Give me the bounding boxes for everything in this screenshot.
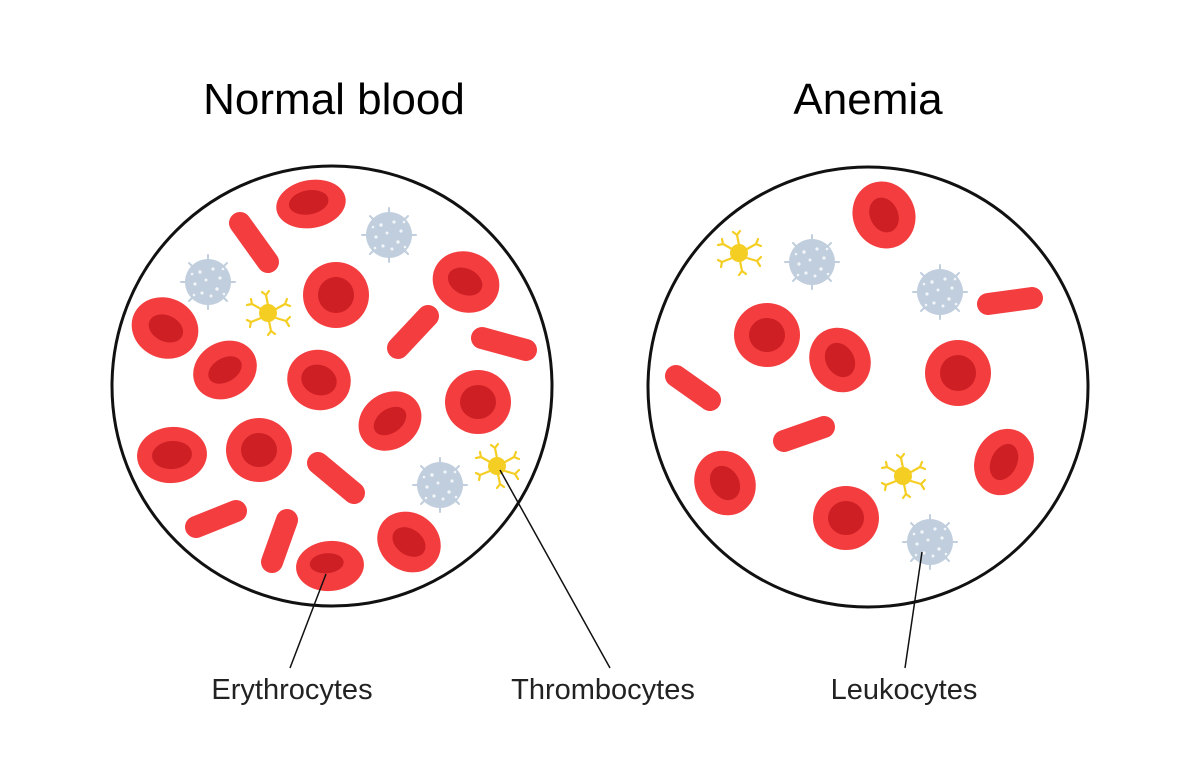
normal-blood-title: Normal blood <box>203 75 465 124</box>
erythrocyte-discs-anemia <box>694 181 1034 550</box>
erythrocyte-rods-anemia <box>665 287 1043 452</box>
erythrocyte-rods-normal <box>185 212 537 573</box>
erythrocyte-discs-normal <box>131 179 511 592</box>
leukocytes-label: Leukocytes <box>830 674 978 706</box>
normal-blood-sample <box>110 164 554 608</box>
erythrocytes-label: Erythrocytes <box>211 674 373 706</box>
leukocytes-leader-line <box>904 551 923 669</box>
leader-lines <box>289 469 923 669</box>
anemia-circle-outline <box>646 165 1090 609</box>
thrombocytes-leader-line <box>499 469 611 669</box>
erythrocytes-leader-line <box>289 573 327 669</box>
anemia-title: Anemia <box>793 75 943 124</box>
thrombocytes-label: Thrombocytes <box>511 674 695 706</box>
anemia-sample <box>646 165 1090 609</box>
